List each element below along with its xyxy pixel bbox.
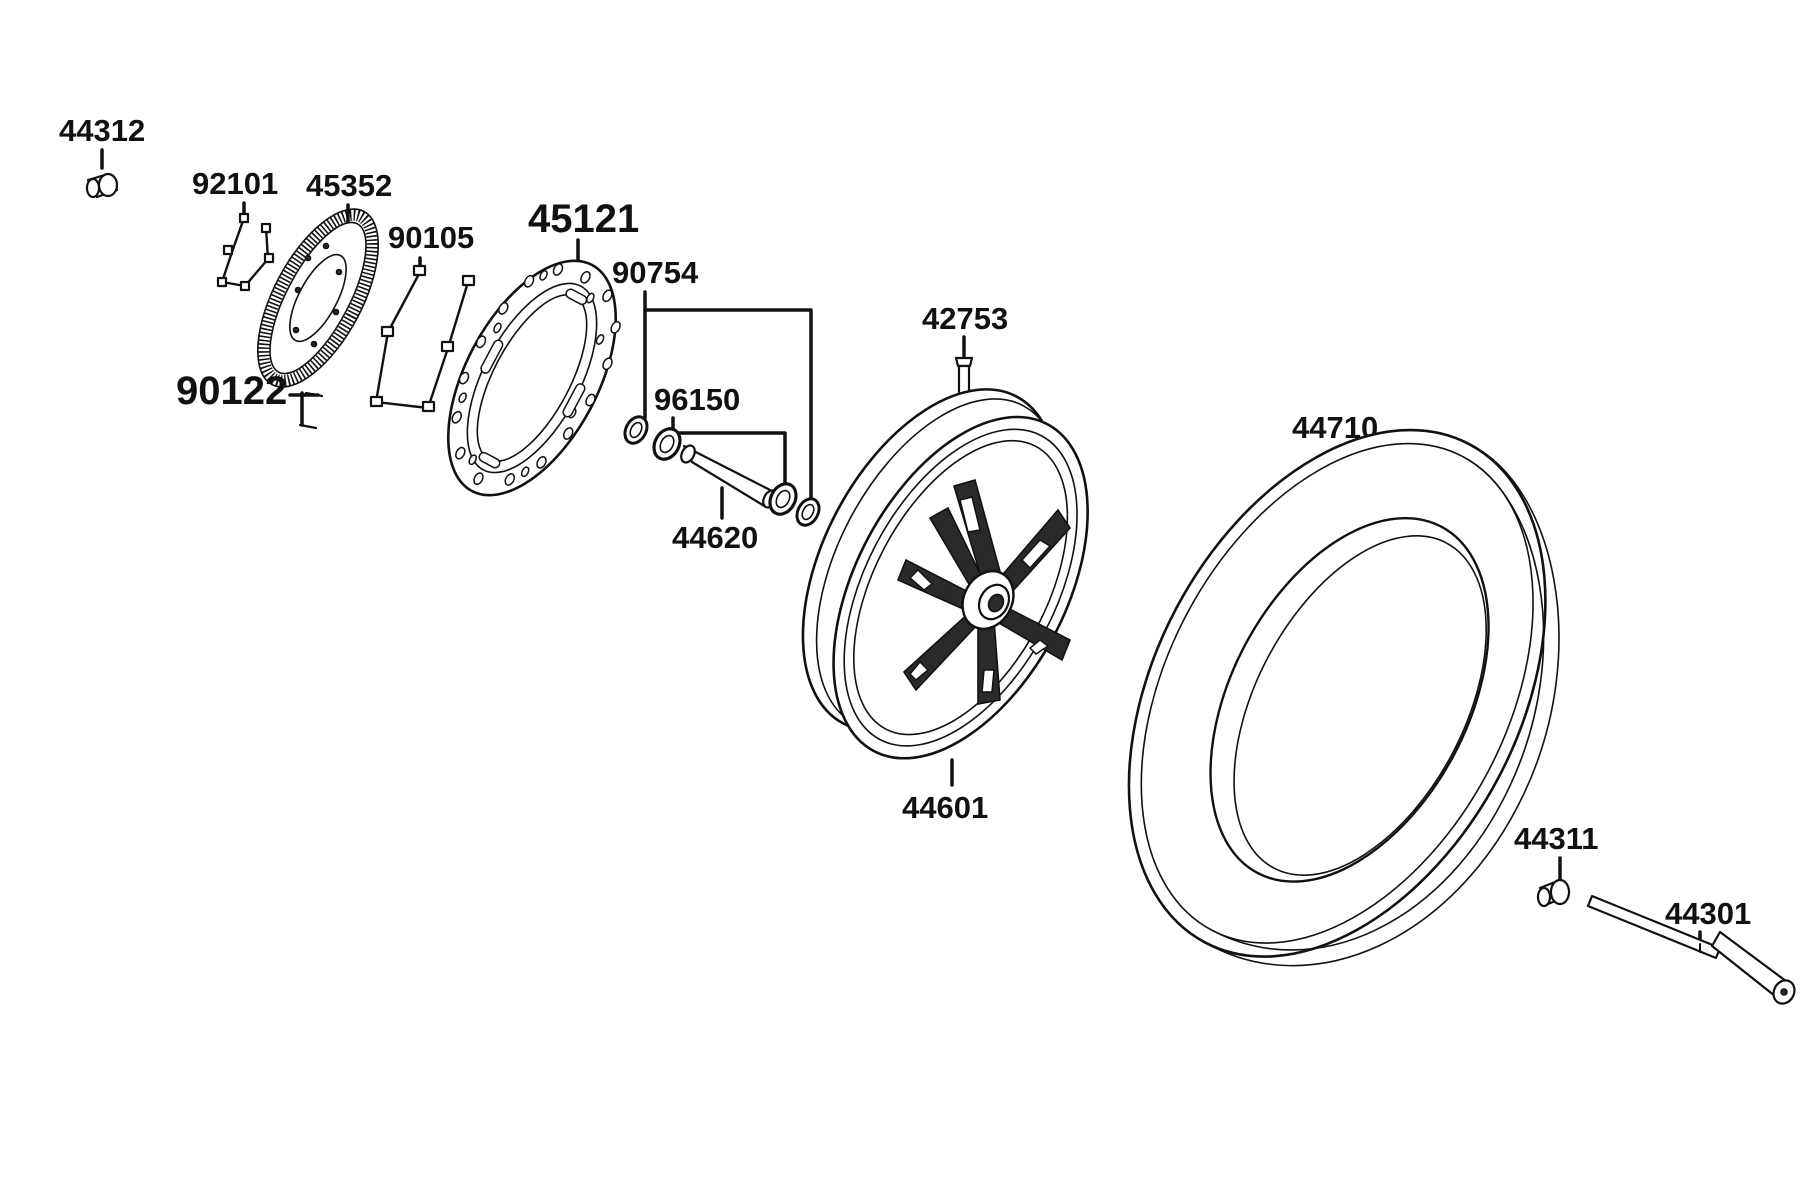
collar-44312 bbox=[85, 172, 119, 199]
collar-44311 bbox=[1536, 878, 1571, 908]
seal-90754-left bbox=[623, 415, 649, 445]
seal-90754-right bbox=[795, 497, 821, 527]
bearing-96150-right bbox=[768, 482, 798, 516]
label-90754: 90754 bbox=[612, 255, 699, 290]
bolts-90105 bbox=[369, 264, 476, 413]
label-90105: 90105 bbox=[388, 220, 474, 255]
label-96150: 96150 bbox=[654, 382, 740, 417]
label-44601: 44601 bbox=[902, 790, 988, 825]
label-45352: 45352 bbox=[306, 168, 392, 203]
label-44311: 44311 bbox=[1514, 821, 1599, 856]
label-92101: 92101 bbox=[192, 166, 278, 201]
label-44620: 44620 bbox=[672, 520, 758, 555]
label-45121: 45121 bbox=[528, 197, 639, 241]
label-90122: 90122 bbox=[176, 369, 287, 413]
axle-44301 bbox=[1586, 894, 1796, 1005]
bolts-92101 bbox=[216, 212, 275, 292]
tyre-44710 bbox=[1127, 428, 1560, 967]
abs-ring-45352 bbox=[256, 208, 380, 388]
brake-disc-45121 bbox=[446, 259, 621, 497]
pins-90122 bbox=[298, 391, 324, 430]
wheel-rim-44601 bbox=[801, 388, 1089, 760]
bearing-96150-left bbox=[652, 427, 682, 461]
label-44312: 44312 bbox=[59, 113, 145, 148]
label-44301: 44301 bbox=[1665, 896, 1751, 931]
label-42753: 42753 bbox=[922, 301, 1008, 336]
spacer-tube-44620 bbox=[680, 444, 778, 509]
